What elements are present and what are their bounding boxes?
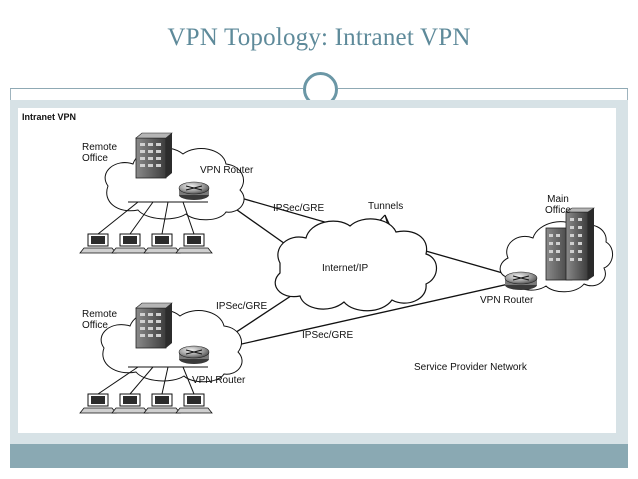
- remote-office-bottom-label: Remote Office: [82, 309, 118, 331]
- ipsec-gre-left-label: IPSec/GRE: [216, 301, 268, 312]
- remote-office-top-lan: [97, 201, 208, 235]
- vpn-router-top-label: VPN Router: [200, 165, 254, 176]
- network-diagram-drawing: [79, 132, 613, 414]
- internet-ip-label: Internet/IP: [322, 263, 369, 274]
- remote-office-top-pcs: [79, 233, 213, 254]
- pc-icon: [175, 393, 213, 414]
- tunnels-label: Tunnels: [368, 201, 404, 212]
- ipsec-gre-top-label: IPSec/GRE: [273, 203, 325, 214]
- vpn-router-main-icon: [504, 271, 538, 290]
- pc-icon: [79, 233, 117, 254]
- footer-band: [10, 444, 628, 468]
- vpn-router-top-icon: [178, 181, 210, 200]
- service-provider-network-label: Service Provider Network: [414, 362, 527, 373]
- remote-office-bottom-lan: [97, 366, 208, 395]
- tunnel-line-bottom-to-main: [205, 282, 514, 353]
- pc-icon: [79, 393, 117, 414]
- remote-office-bottom-building: [135, 302, 173, 349]
- title-rule-left: [10, 88, 303, 89]
- diagram-caption: Intranet VPN: [22, 112, 77, 122]
- network-diagram: Intranet VPN Remote Office VPN Router IP…: [18, 108, 616, 433]
- vpn-router-bottom-label: VPN Router: [192, 375, 246, 386]
- title-rule-right: [338, 88, 628, 89]
- pc-icon: [111, 393, 149, 414]
- vpn-router-main-label: VPN Router: [480, 295, 534, 306]
- remote-office-top-building: [135, 132, 173, 179]
- slide-title: VPN Topology: Intranet VPN: [167, 24, 471, 51]
- pc-icon: [143, 233, 181, 254]
- pc-icon: [175, 233, 213, 254]
- main-office-label: Main Office: [545, 194, 571, 216]
- vpn-router-bottom-icon: [178, 345, 210, 364]
- pc-icon: [111, 233, 149, 254]
- remote-office-top-cloud: [104, 147, 245, 221]
- pc-icon: [143, 393, 181, 414]
- remote-office-bottom-pcs: [79, 393, 213, 414]
- main-office-building: [545, 207, 595, 281]
- internet-cloud: [274, 218, 438, 312]
- ipsec-gre-bottom-label: IPSec/GRE: [302, 330, 354, 341]
- remote-office-top-label: Remote Office: [82, 142, 118, 164]
